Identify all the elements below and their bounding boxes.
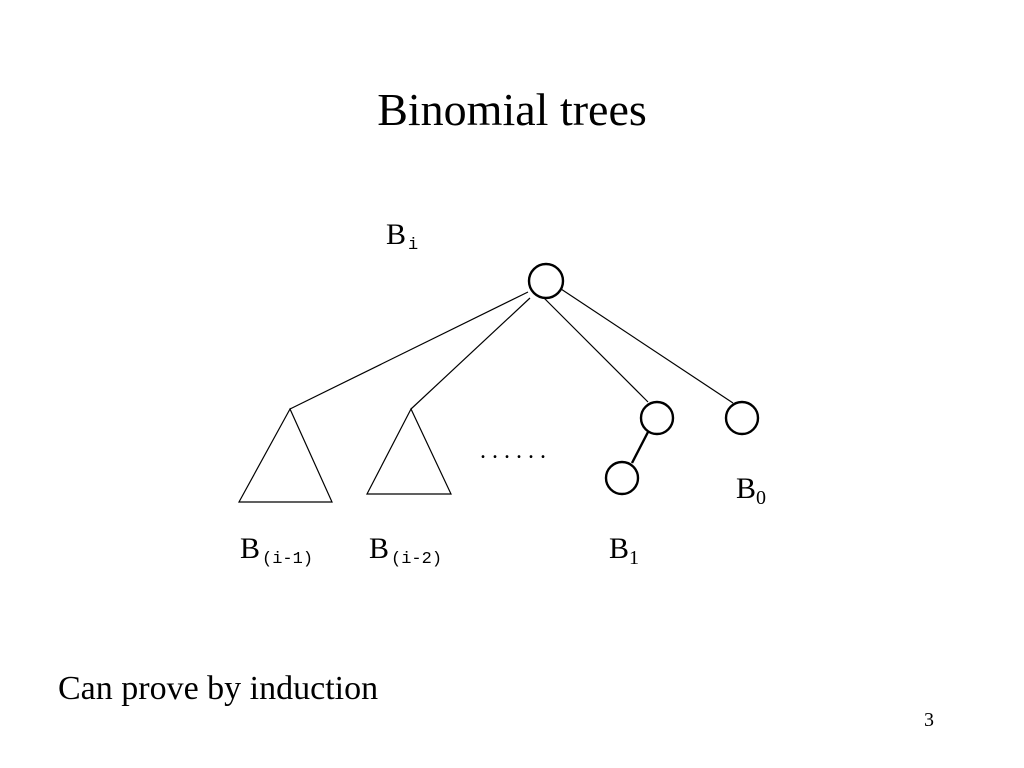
edge-b-1-to-child	[630, 431, 650, 464]
edge-root-to-b-1	[543, 297, 649, 403]
subtree-b-i-1-triangle	[237, 407, 333, 503]
b-1-root-node	[639, 400, 675, 436]
subtree-label-b-1: B1	[609, 532, 640, 569]
subtree-label-b-i-2: B(i-2)	[369, 532, 443, 569]
edge-root-to-b-i-1	[289, 291, 529, 410]
body-text: Can prove by induction	[58, 670, 379, 707]
subtree-label-b-i-1: B(i-1)	[240, 532, 314, 569]
root-node	[527, 262, 565, 300]
b-0-node	[724, 400, 760, 436]
ellipsis: . . . . . .	[480, 438, 546, 464]
page-number: 3	[924, 709, 934, 731]
slide-title: Binomial trees	[377, 84, 647, 135]
b-1-child-node	[604, 460, 640, 496]
edge-root-to-b-i-2	[410, 297, 531, 410]
subtree-label-b-0: B0	[736, 472, 767, 509]
subtree-b-i-2-triangle	[366, 407, 452, 495]
edge-root-to-b-0	[560, 288, 734, 404]
